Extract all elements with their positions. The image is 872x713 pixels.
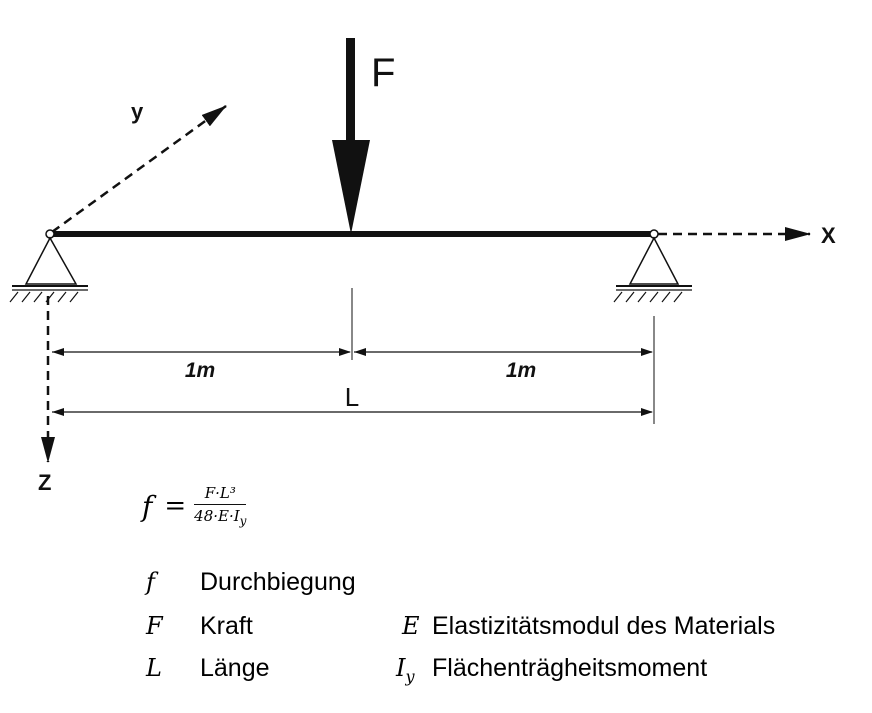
legend-symbol-f: f <box>146 568 155 596</box>
formula-denominator: 48·E·I <box>194 507 240 525</box>
fraction-bar <box>194 504 247 505</box>
force-arrow <box>332 38 370 234</box>
z-axis-label: Z <box>38 470 51 495</box>
y-axis-label: y <box>131 99 144 124</box>
formula-numerator: F·L³ <box>204 484 236 502</box>
legend-text-elastizitaetsmodul: Elastizitätsmodul des Materials <box>432 612 776 640</box>
formula-denominator-sub: y <box>239 514 247 528</box>
right-support <box>613 229 692 303</box>
legend-symbol-E: E <box>402 612 420 640</box>
legend-symbol-I: I <box>396 654 406 682</box>
legend-text-durchbiegung: Durchbiegung <box>200 568 356 596</box>
dim-label-total: L <box>345 382 359 412</box>
force-label: F <box>371 51 395 95</box>
legend-symbol-Iy: Iy <box>396 654 415 686</box>
legend-symbol-L: L <box>146 654 162 682</box>
deflection-formula: f = F·L³ 48·E·Iy <box>142 474 247 538</box>
legend-text-laenge: Länge <box>200 654 270 682</box>
y-axis <box>51 104 227 234</box>
x-axis-label: X <box>821 223 836 248</box>
legend-text-kraft: Kraft <box>200 612 253 640</box>
legend-symbol-F: F <box>146 612 163 640</box>
dim-label-right: 1m <box>506 359 536 382</box>
formula-lhs: f <box>142 489 153 523</box>
legend-text-flaechentraegheitsmoment: Flächenträgheitsmoment <box>432 654 708 682</box>
dim-label-left: 1m <box>185 359 215 382</box>
formula-fraction: F·L³ 48·E·Iy <box>194 484 247 528</box>
left-support <box>9 229 88 303</box>
formula-denominator-wrap: 48·E·Iy <box>194 505 246 528</box>
formula-equals: = <box>164 491 187 521</box>
legend-symbol-I-sub: y <box>405 667 415 686</box>
